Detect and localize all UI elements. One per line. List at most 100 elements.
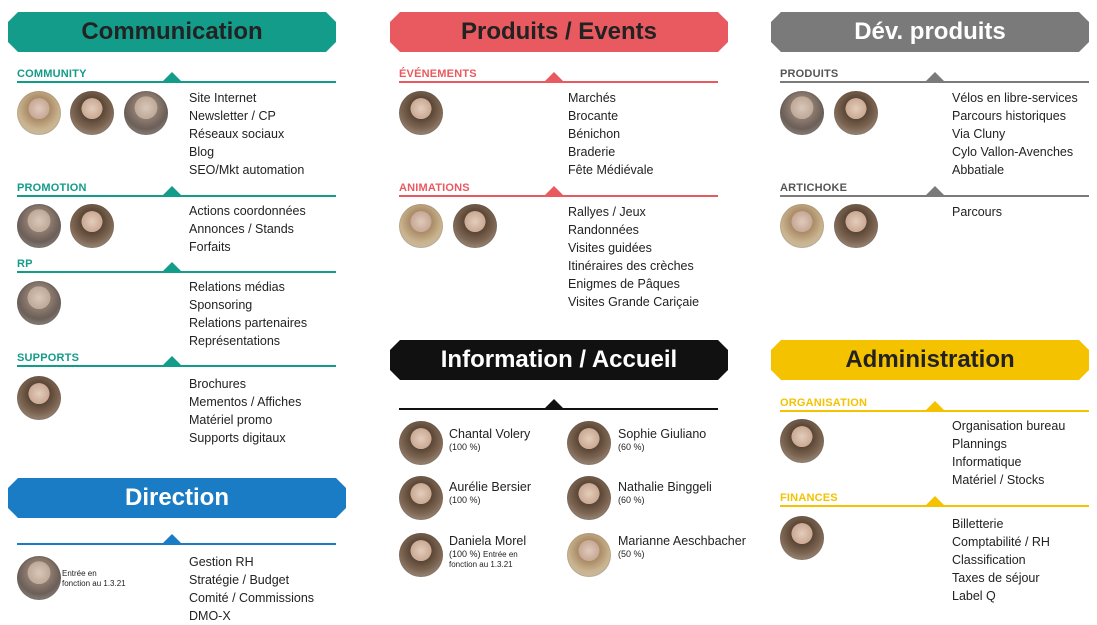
avatar bbox=[453, 204, 497, 248]
section-divider bbox=[17, 195, 336, 197]
list-item: Fête Médiévale bbox=[568, 163, 654, 177]
list-item: Matériel promo bbox=[189, 413, 273, 427]
list-item: SEO/Mkt automation bbox=[189, 163, 305, 177]
list-item: Actions coordonnées bbox=[189, 204, 306, 218]
list-item: Comptabilité / RH bbox=[952, 535, 1050, 549]
section-divider bbox=[399, 195, 718, 197]
communication-banner: Communication bbox=[8, 12, 336, 52]
evenements-list: Marchés Brocante Bénichon Braderie Fête … bbox=[568, 89, 653, 179]
produits-events-banner: Produits / Events bbox=[390, 12, 728, 52]
section-divider bbox=[780, 505, 1089, 507]
list-item: Blog bbox=[189, 145, 215, 159]
person-aurelie: Aurélie Bersier (100 %) bbox=[449, 480, 531, 506]
avatar bbox=[780, 91, 824, 135]
produits-list: Vélos en libre-services Parcours histori… bbox=[952, 89, 1078, 179]
list-item: Marchés bbox=[568, 91, 616, 105]
section-marker bbox=[926, 401, 944, 410]
section-divider bbox=[780, 195, 1089, 197]
list-item: Cylo Vallon-Avenches bbox=[952, 145, 1074, 159]
avatar bbox=[834, 91, 878, 135]
person-marianne: Marianne Aeschbacher (50 %) bbox=[618, 534, 746, 560]
list-item: Organisation bureau bbox=[952, 419, 1066, 433]
avatar bbox=[780, 204, 824, 248]
list-item: Matériel / Stocks bbox=[952, 473, 1045, 487]
avatar bbox=[399, 91, 443, 135]
section-divider bbox=[17, 271, 336, 273]
avatar bbox=[834, 204, 878, 248]
person-percent-note: (100 %) Entrée en bbox=[449, 549, 526, 560]
section-label-organisation: ORGANISATION bbox=[780, 397, 868, 409]
avatar bbox=[124, 91, 168, 135]
list-item: Brocante bbox=[568, 109, 619, 123]
direction-title: Direction bbox=[124, 484, 229, 511]
person-percent: (60 %) bbox=[618, 495, 645, 505]
avatar bbox=[567, 476, 611, 520]
avatar bbox=[399, 533, 443, 577]
avatar bbox=[780, 516, 824, 560]
section-label-produits: PRODUITS bbox=[780, 68, 839, 80]
list-item: Informatique bbox=[952, 455, 1022, 469]
person-percent: (50 %) bbox=[618, 549, 645, 559]
direction-note: Entrée en fonction au 1.3.21 bbox=[62, 569, 126, 589]
section-marker bbox=[545, 399, 563, 408]
list-item: Parcours historiques bbox=[952, 109, 1066, 123]
list-item: Abbatiale bbox=[952, 163, 1005, 177]
list-item: Visites Grande Cariçaie bbox=[568, 295, 700, 309]
list-item: Braderie bbox=[568, 145, 616, 159]
section-label-rp: RP bbox=[17, 258, 33, 270]
information-title: Information / Accueil bbox=[440, 346, 678, 373]
section-label-animations: ANIMATIONS bbox=[399, 182, 470, 194]
section-divider bbox=[399, 408, 718, 410]
rp-list: Relations médias Sponsoring Relations pa… bbox=[189, 278, 307, 350]
section-label-artichoke: ARTICHOKE bbox=[780, 182, 848, 194]
animations-list: Rallyes / Jeux Randonnées Visites guidée… bbox=[568, 203, 699, 311]
section-marker bbox=[926, 186, 944, 195]
administration-banner: Administration bbox=[771, 340, 1089, 380]
person-percent: (100 %) bbox=[449, 442, 481, 452]
list-item: Représentations bbox=[189, 334, 281, 348]
list-item: Stratégie / Budget bbox=[189, 573, 290, 587]
section-marker bbox=[163, 534, 181, 543]
section-divider bbox=[17, 543, 336, 545]
artichoke-list: Parcours bbox=[952, 203, 1002, 221]
administration-title: Administration bbox=[845, 346, 1015, 373]
dev-produits-banner: Dév. produits bbox=[771, 12, 1089, 52]
supports-list: Brochures Mementos / Affiches Matériel p… bbox=[189, 375, 301, 447]
list-item: Bénichon bbox=[568, 127, 621, 141]
list-item: Brochures bbox=[189, 377, 246, 391]
list-item: Via Cluny bbox=[952, 127, 1006, 141]
person-sophie: Sophie Giuliano (60 %) bbox=[618, 427, 706, 453]
section-marker bbox=[163, 186, 181, 195]
section-label-supports: SUPPORTS bbox=[17, 352, 80, 364]
avatar bbox=[399, 476, 443, 520]
list-item: Forfaits bbox=[189, 240, 231, 254]
section-marker bbox=[926, 496, 944, 505]
list-item: Randonnées bbox=[568, 223, 639, 237]
list-item: Comité / Commissions bbox=[189, 591, 315, 605]
section-marker bbox=[545, 186, 563, 195]
direction-banner: Direction bbox=[8, 478, 346, 518]
section-divider bbox=[399, 81, 718, 83]
person-name: Nathalie Binggeli bbox=[618, 480, 712, 494]
section-divider bbox=[780, 410, 1089, 412]
section-divider bbox=[780, 81, 1089, 83]
list-item: Gestion RH bbox=[189, 555, 254, 569]
avatar bbox=[17, 376, 61, 420]
section-marker bbox=[163, 356, 181, 365]
section-label-evenements: ÉVÉNEMENTS bbox=[399, 68, 477, 80]
list-item: Site Internet bbox=[189, 91, 257, 105]
section-marker bbox=[163, 72, 181, 81]
list-item: Plannings bbox=[952, 437, 1007, 451]
list-item: Relations partenaires bbox=[189, 316, 308, 330]
avatar bbox=[567, 533, 611, 577]
person-nathalie: Nathalie Binggeli (60 %) bbox=[618, 480, 712, 506]
note-line: fonction au 1.3.21 bbox=[62, 579, 126, 588]
person-name: Sophie Giuliano bbox=[618, 427, 707, 441]
produits-events-title: Produits / Events bbox=[460, 18, 658, 45]
person-name: Marianne Aeschbacher bbox=[618, 534, 746, 548]
list-item: Billetterie bbox=[952, 517, 1004, 531]
list-item: Réseaux sociaux bbox=[189, 127, 285, 141]
list-item: Supports digitaux bbox=[189, 431, 286, 445]
organisation-list: Organisation bureau Plannings Informatiq… bbox=[952, 417, 1065, 489]
section-divider bbox=[17, 365, 336, 367]
